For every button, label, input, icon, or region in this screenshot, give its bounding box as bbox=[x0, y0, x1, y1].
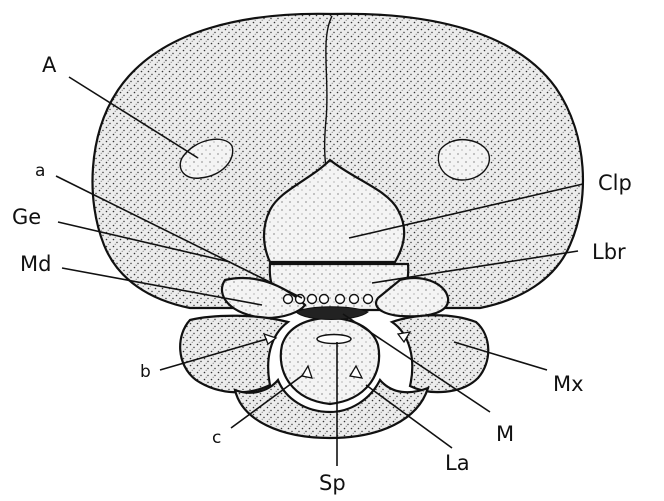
maxilla-left bbox=[180, 316, 288, 393]
eye-spot-right bbox=[438, 140, 489, 180]
labium-lobe bbox=[281, 318, 379, 404]
label-Md: Md bbox=[20, 252, 51, 276]
spinneret bbox=[317, 335, 351, 344]
label-c: c bbox=[212, 428, 221, 448]
label-A: A bbox=[42, 53, 57, 77]
label-La: La bbox=[445, 451, 470, 475]
label-Mx: Mx bbox=[553, 372, 584, 396]
maxilla-right bbox=[392, 315, 488, 392]
label-a: a bbox=[35, 161, 45, 181]
label-M: M bbox=[496, 422, 514, 446]
mouth-dark bbox=[296, 307, 368, 320]
label-Sp: Sp bbox=[319, 471, 346, 495]
label-Clp: Clp bbox=[598, 171, 632, 195]
label-Lbr: Lbr bbox=[592, 240, 626, 264]
label-Ge: Ge bbox=[12, 205, 41, 229]
label-b: b bbox=[140, 362, 151, 382]
